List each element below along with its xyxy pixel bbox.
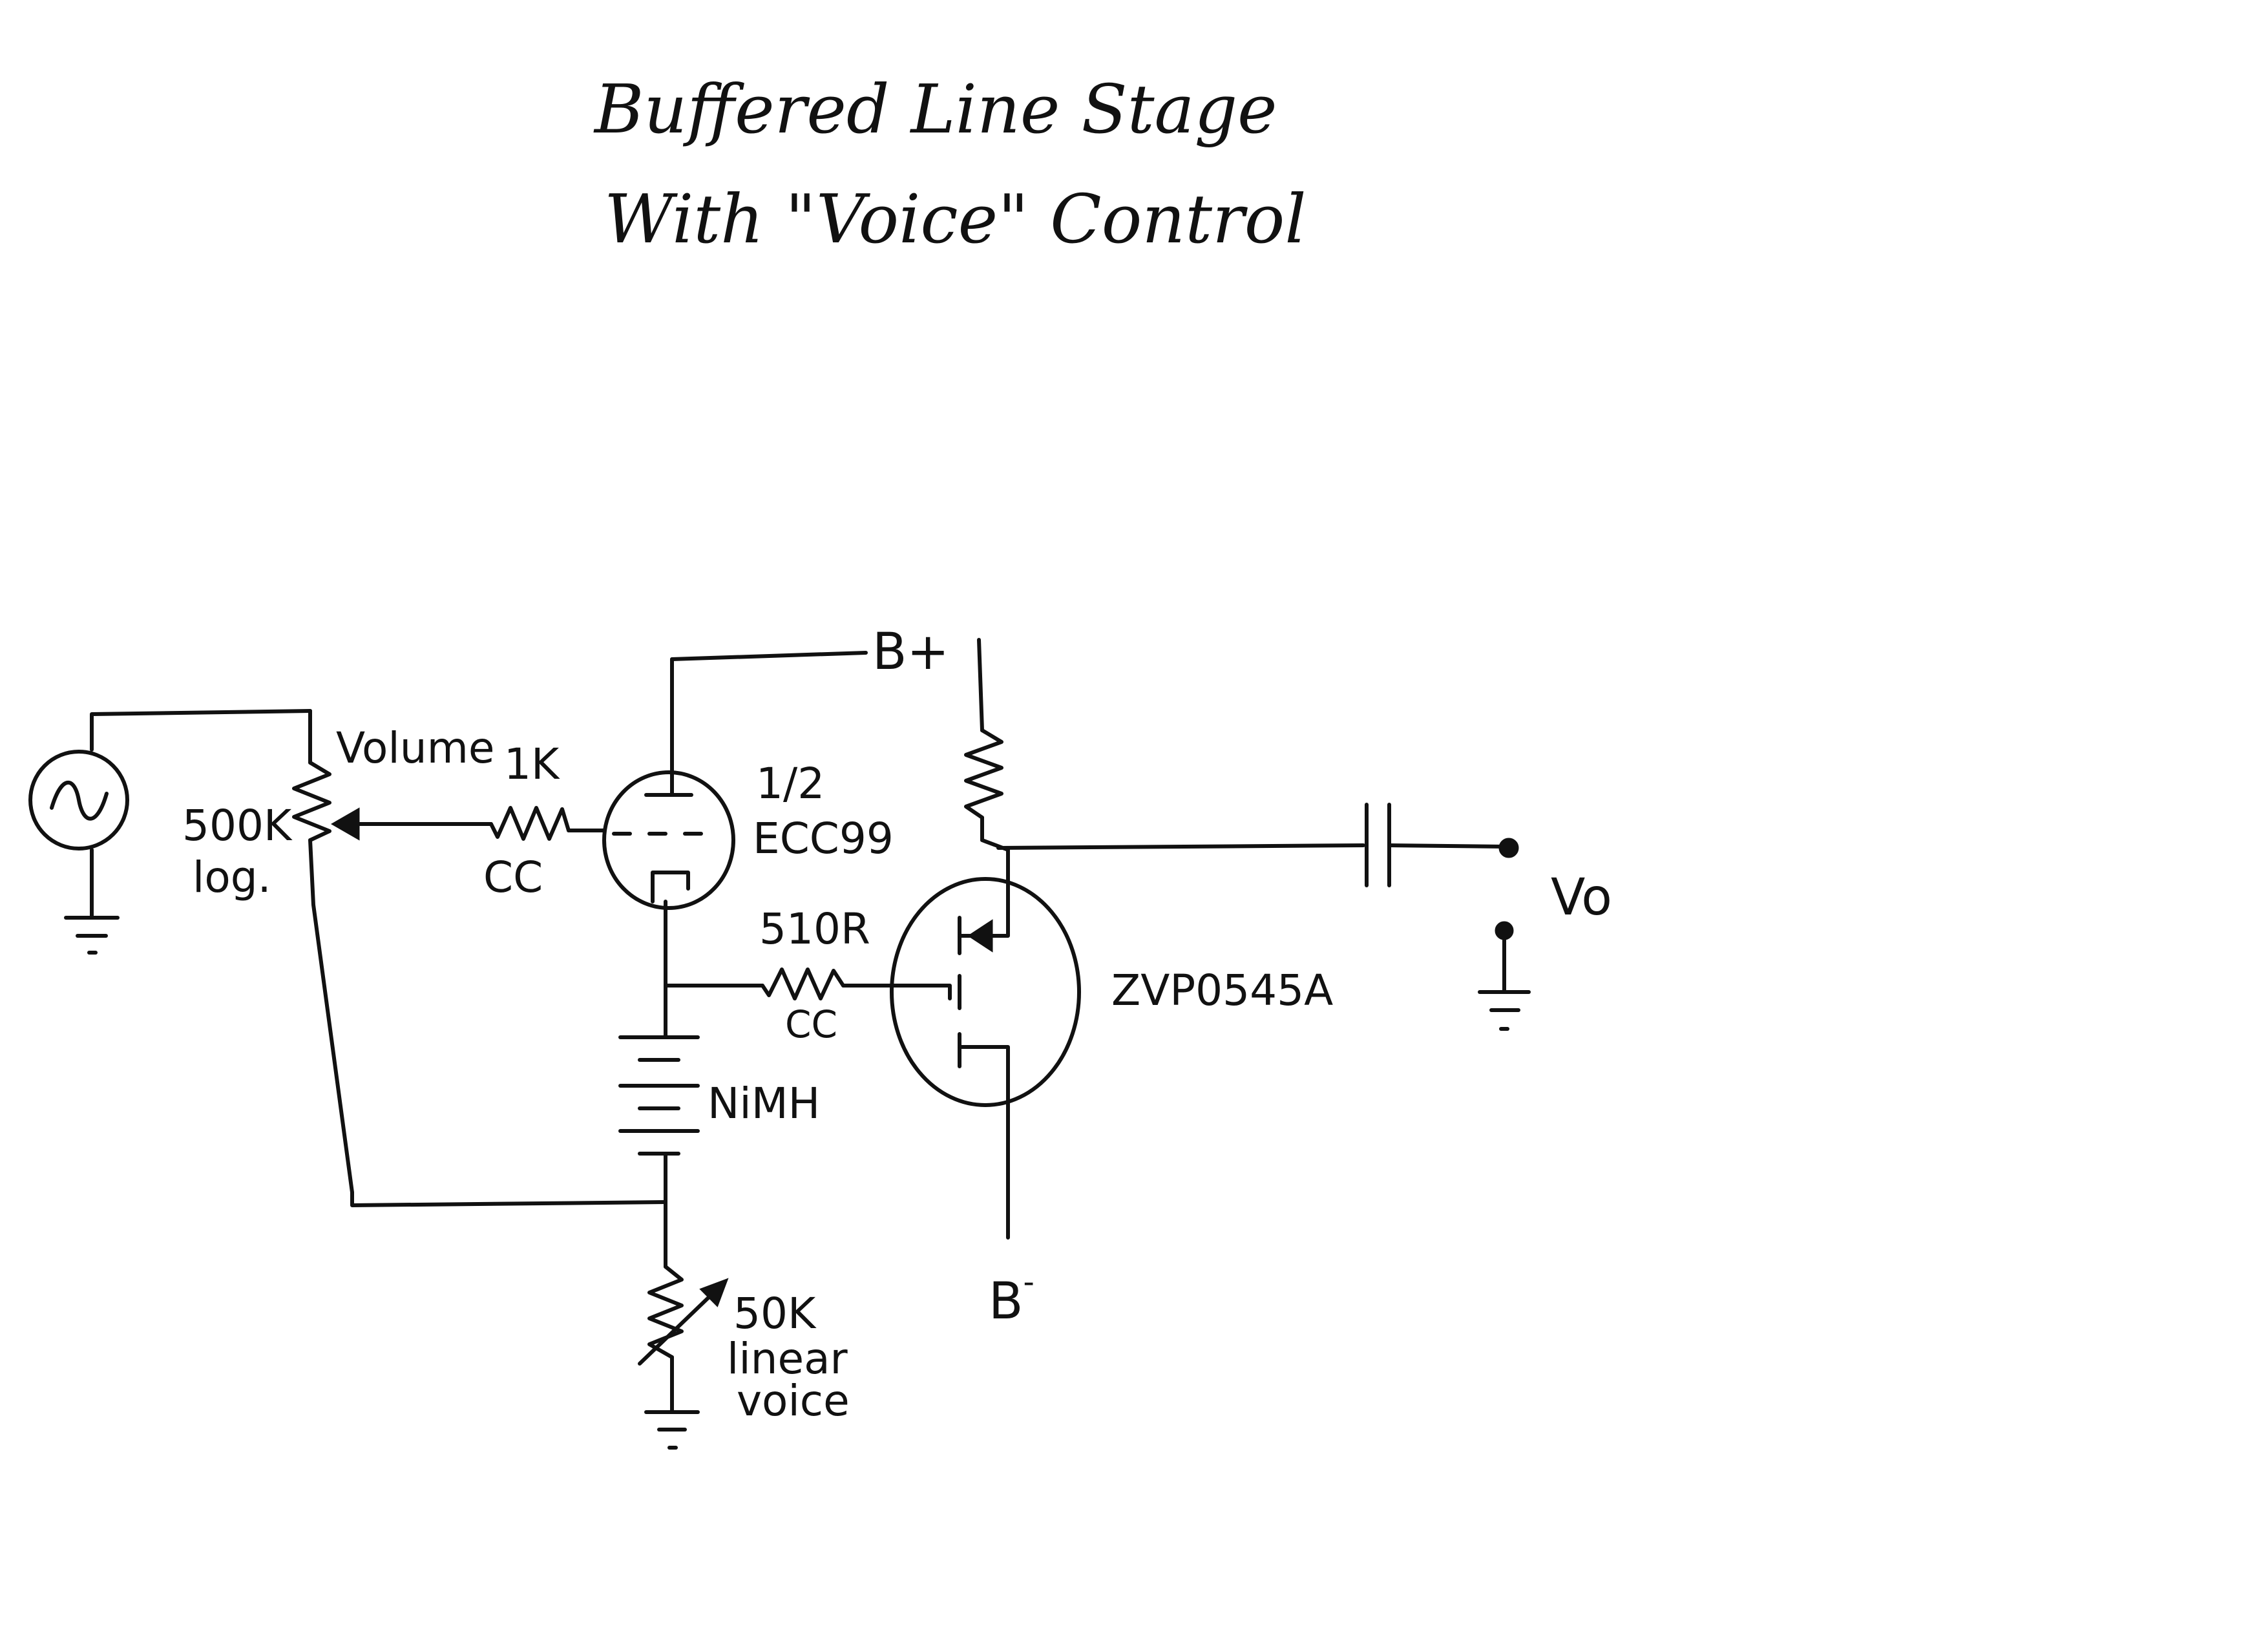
grid-resistor-type: CC [483, 852, 543, 902]
voice-pot-value: 50K [733, 1289, 817, 1338]
nimh-battery-stack [618, 1035, 700, 1210]
volume-label: Volume [336, 723, 494, 773]
source-ground-symbol [64, 848, 120, 955]
battery-label: NiMH [708, 1079, 820, 1128]
gate-resistor-type: CC [785, 1002, 837, 1046]
triode-tube [602, 657, 735, 988]
tube-fraction-label: 1/2 [756, 759, 824, 808]
mosfet-label: ZVP0545A [1111, 966, 1333, 1015]
output-ground-symbol [1478, 921, 1531, 1031]
pot-taper-label: log. [193, 852, 271, 902]
b-minus-label: B- [989, 1264, 1034, 1331]
voice-pot-taper: linear [727, 1334, 848, 1384]
tube-type-label: ECC99 [753, 814, 894, 863]
mosfet-zvp0545a [890, 848, 1081, 1240]
pot-value-label: 500K [182, 801, 293, 850]
output-coupling-capacitor [1365, 803, 1507, 887]
voice-pot-name: voice [737, 1376, 850, 1426]
volume-potentiometer [292, 709, 493, 1194]
output-label: Vo [1551, 869, 1612, 927]
title-line-2: With "Voice" Control [604, 180, 1307, 259]
voice-potentiometer [638, 1207, 729, 1414]
gate-resistor-510r [664, 967, 939, 1000]
return-wire [350, 1190, 667, 1207]
grid-resistor-1k [489, 806, 606, 841]
b-plus-wire-left [670, 651, 868, 661]
b-plus-label: B+ [872, 623, 949, 681]
title-line-1: Buffered Line Stage [593, 70, 1277, 149]
output-terminal [1498, 838, 1519, 858]
gate-resistor-value: 510R [759, 904, 870, 954]
voice-ground-symbol [644, 1410, 700, 1450]
ac-signal-source [28, 709, 312, 850]
drain-load-resistor [964, 638, 1010, 852]
output-wire [996, 843, 1365, 850]
grid-resistor-value: 1K [504, 739, 560, 789]
